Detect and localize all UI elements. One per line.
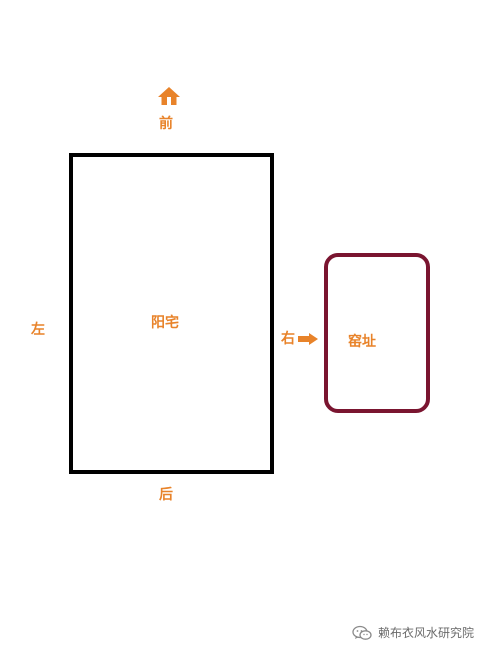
watermark: 赖布衣风水研究院 bbox=[352, 624, 474, 642]
house-rectangle bbox=[69, 153, 274, 474]
arrow-right-icon bbox=[298, 333, 318, 345]
back-label: 后 bbox=[159, 487, 173, 503]
watermark-text: 赖布衣风水研究院 bbox=[378, 626, 475, 640]
right-label: 右 bbox=[281, 331, 295, 347]
house-up-icon bbox=[158, 87, 180, 105]
wechat-icon bbox=[352, 625, 372, 640]
kiln-site-rectangle bbox=[324, 253, 430, 413]
kiln-label: 窑址 bbox=[348, 334, 376, 350]
house-label: 阳宅 bbox=[151, 315, 179, 331]
front-label: 前 bbox=[159, 116, 173, 132]
left-label: 左 bbox=[31, 322, 45, 338]
